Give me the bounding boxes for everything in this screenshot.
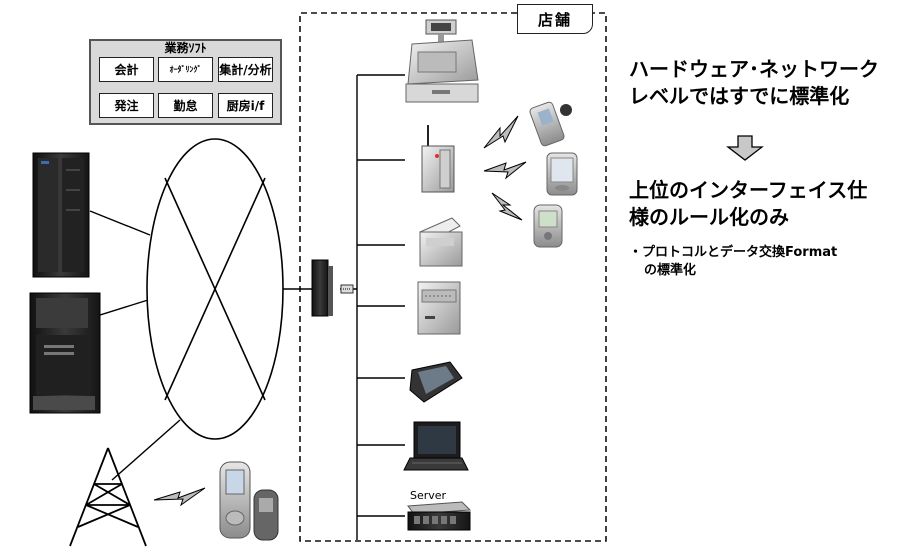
server-label: Server	[410, 489, 447, 502]
pda-icon	[546, 152, 578, 196]
software-cell-analysis: 集計/分析	[218, 57, 273, 82]
network-cloud	[146, 138, 284, 440]
down-arrow-icon	[726, 135, 764, 161]
mobile-phones-icon	[219, 461, 279, 541]
software-cell-accounting: 会計	[99, 57, 154, 82]
headline-rules-1: 上位のインターフェイス仕	[629, 178, 868, 202]
store-boundary	[299, 12, 607, 542]
headline-rules-2: 様のルール化のみ	[629, 205, 789, 229]
handheld-terminal-icon	[529, 101, 572, 147]
bullet-protocol-line2: の標準化	[644, 263, 697, 278]
wireless-router-icon	[421, 125, 455, 193]
software-cell-purchasing: 発注	[99, 93, 154, 118]
software-cell-kitchen: 厨房i/f	[218, 93, 273, 118]
tablet-terminal-icon	[409, 361, 463, 403]
network-hub-icon	[311, 259, 354, 317]
bullet-protocol-line1: ・プロトコルとデータ交換Format	[629, 245, 838, 260]
software-box-title: 業務ｿﾌﾄ	[164, 41, 207, 55]
rack-server-icon	[407, 501, 472, 531]
headline-standardized-2: レベルではすでに標準化	[629, 84, 850, 108]
headline-standardized-1: ハードウェア･ネットワーク	[629, 57, 879, 81]
kitchen-printer-icon	[417, 281, 461, 335]
software-cell-ordering: ｵｰﾀﾞﾘﾝｸﾞ	[158, 57, 213, 82]
software-cell-attendance: 勤怠	[158, 93, 213, 118]
pda-icon	[533, 204, 563, 248]
mainframe-server-icon	[32, 152, 90, 278]
antenna-tower-icon	[69, 447, 147, 547]
store-label: 店舗	[517, 4, 593, 34]
lightning-bolt-icon	[153, 115, 527, 507]
laptop-icon	[403, 421, 469, 471]
tower-server-icon	[29, 292, 101, 414]
business-software-box: 業務ｿﾌﾄ 会計 ｵｰﾀﾞﾘﾝｸﾞ 集計/分析 発注 勤怠 厨房i/f	[89, 39, 282, 125]
receipt-printer-icon	[419, 217, 463, 267]
pos-register-icon	[405, 19, 479, 103]
